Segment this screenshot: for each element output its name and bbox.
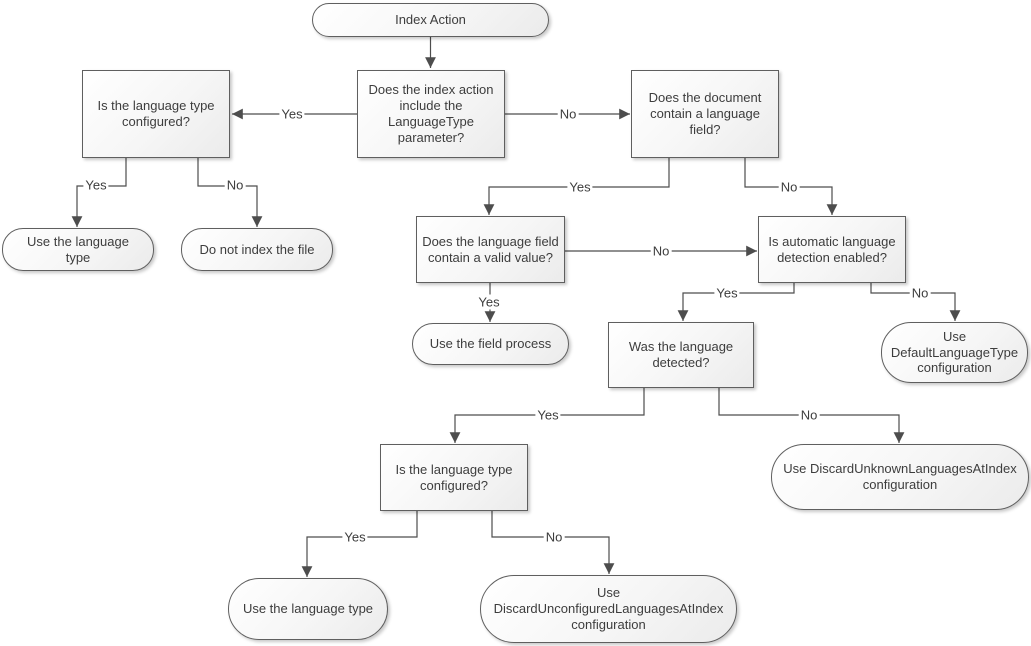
terminal-use-defaultlanguagetype-configuration: Use DefaultLanguageType configuration [881, 322, 1028, 383]
node-label: Use DiscardUnconfiguredLanguagesAtIndex … [493, 585, 724, 632]
edge-label-yes: Yes [567, 179, 593, 195]
decision-language-type-configured-bottom: Is the language type configured? [380, 444, 528, 511]
edge-label-yes: Yes [279, 106, 305, 122]
edge-label-no: No [798, 407, 820, 423]
node-label: Does the index action include the Langua… [368, 82, 494, 145]
edge-label-yes: Yes [714, 285, 740, 301]
edge-label-yes: Yes [476, 294, 502, 310]
edge-d2-no-to-t2 [197, 158, 263, 227]
edge-label-yes: Yes [342, 529, 368, 545]
node-label: Is the language type configured? [97, 98, 215, 129]
node-label: Is automatic language detection enabled? [768, 233, 896, 265]
decision-was-language-detected: Was the language detected? [608, 322, 754, 388]
edge-label-no: No [557, 106, 579, 122]
terminal-use-the-language-type-bottom: Use the language type [228, 578, 388, 640]
terminal-use-the-field-process: Use the field process [412, 323, 569, 365]
edge-label-no: No [778, 179, 800, 195]
edge-label-yes: Yes [83, 177, 109, 193]
node-label: Use the language type [27, 233, 129, 265]
node-label: Use DefaultLanguageType configuration [890, 328, 1019, 376]
decision-document-contains-language-field: Does the document contain a language fie… [631, 70, 779, 158]
node-label: Do not index the file [199, 241, 315, 257]
edge-label-no: No [224, 177, 246, 193]
terminal-use-discardunconfiguredlanguagesatindex-configuration: Use DiscardUnconfiguredLanguagesAtIndex … [480, 575, 737, 643]
terminal-use-discardunknownlanguagesatindex-configuration: Use DiscardUnknownLanguagesAtIndex confi… [771, 444, 1029, 510]
terminal-do-not-index-the-file: Do not index the file [181, 228, 333, 271]
decision-language-field-valid-value: Does the language field contain a valid … [416, 216, 565, 283]
edge-d2-yes-to-t1 [71, 158, 127, 227]
node-label: Does the document contain a language fie… [648, 90, 762, 137]
edge-label-no: No [543, 529, 565, 545]
node-label: Was the language detected? [628, 339, 734, 370]
node-label: Does the language field contain a valid … [422, 233, 559, 265]
terminal-use-the-language-type-left: Use the language type [2, 228, 154, 271]
edge-label-no: No [909, 285, 931, 301]
decision-index-action-includes-languagetype: Does the index action include the Langua… [357, 70, 505, 158]
edge-label-yes: Yes [535, 407, 561, 423]
node-label: Use the field process [429, 336, 552, 352]
node-label: Use the language type [242, 601, 374, 617]
node-label: Is the language type configured? [395, 461, 513, 493]
node-label: Use DiscardUnknownLanguagesAtIndex confi… [783, 461, 1017, 492]
decision-automatic-language-detection-enabled: Is automatic language detection enabled? [758, 216, 906, 283]
node-label: Index Action [395, 12, 466, 28]
start-terminal-index-action: Index Action [312, 3, 549, 37]
edge-label-no: No [650, 243, 672, 259]
decision-language-type-configured-top: Is the language type configured? [82, 70, 230, 158]
